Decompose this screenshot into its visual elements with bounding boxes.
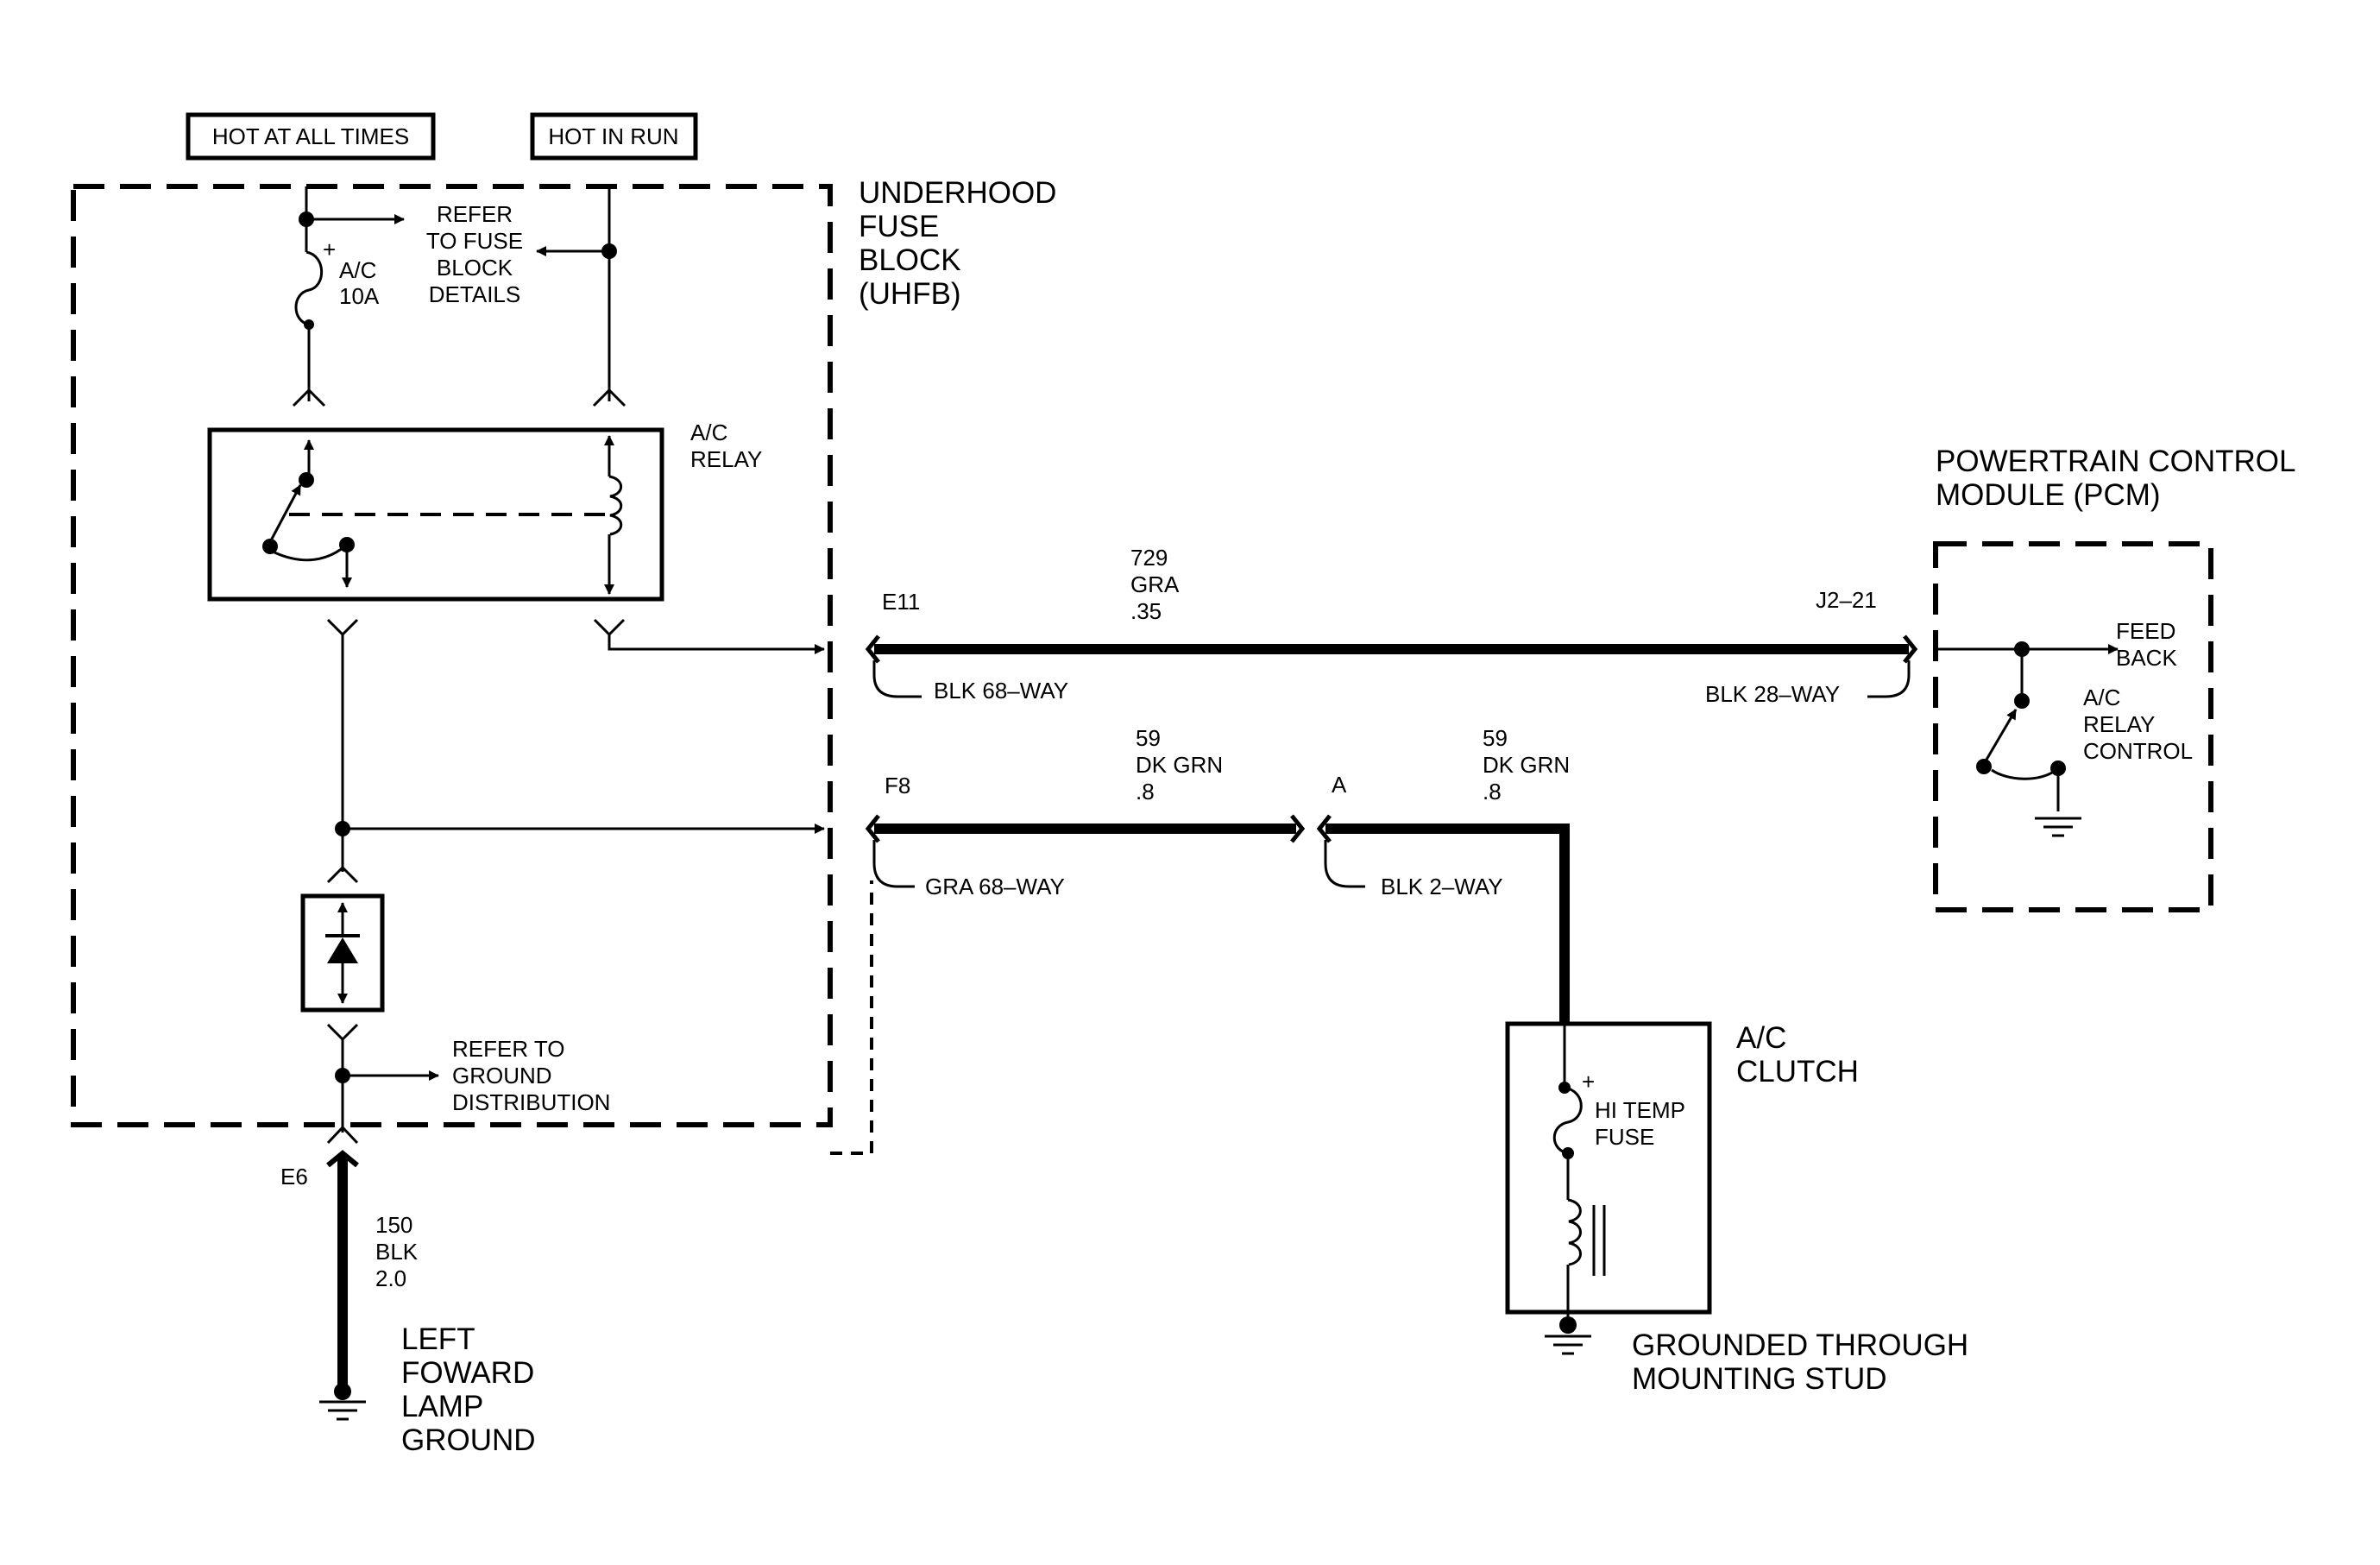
svg-text:REFER TO: REFER TO bbox=[452, 1036, 565, 1062]
svg-text:A/C: A/C bbox=[1736, 1021, 1786, 1055]
run-feed-wire bbox=[536, 186, 626, 407]
svg-text:TO FUSE: TO FUSE bbox=[426, 228, 523, 254]
svg-text:(UHFB): (UHFB) bbox=[859, 277, 961, 311]
ground-wire-label: 150 BLK 2.0 bbox=[375, 1212, 419, 1291]
pin-a: A bbox=[1332, 772, 1347, 798]
svg-text:150: 150 bbox=[375, 1212, 412, 1238]
left-forward-lamp-ground-label: LEFT FOWARD LAMP GROUND bbox=[401, 1322, 536, 1457]
svg-text:LEFT: LEFT bbox=[401, 1322, 475, 1356]
svg-text:MODULE (PCM): MODULE (PCM) bbox=[1936, 478, 2161, 512]
pin-f8: F8 bbox=[885, 773, 910, 798]
uhfb-title: UNDERHOOD FUSE BLOCK (UHFB) bbox=[859, 176, 1056, 311]
svg-text:FUSE: FUSE bbox=[859, 210, 939, 243]
a-c-clutch: + HI TEMP FUSE bbox=[1505, 1021, 1712, 1355]
svg-text:HOT AT ALL TIMES: HOT AT ALL TIMES bbox=[212, 123, 409, 149]
ground-pin-e6: E6 bbox=[280, 1164, 308, 1190]
svg-text:CONTROL: CONTROL bbox=[2083, 738, 2193, 764]
svg-text:729: 729 bbox=[1130, 545, 1168, 571]
hot-at-all-times-label: HOT AT ALL TIMES bbox=[186, 112, 436, 161]
ground-splice bbox=[335, 1068, 350, 1083]
ground-wire-150 bbox=[319, 1150, 366, 1421]
svg-text:59: 59 bbox=[1136, 725, 1161, 751]
wire-59 bbox=[865, 814, 1570, 1024]
pcm-module bbox=[1933, 541, 2213, 912]
pcm-feedback-label: FEED BACK bbox=[2116, 618, 2177, 671]
ground-distribution-wiring bbox=[326, 1023, 439, 1145]
svg-text:BLOCK: BLOCK bbox=[437, 255, 513, 281]
grounded-through-mounting-stud-label: GROUNDED THROUGH MOUNTING STUD bbox=[1632, 1328, 1968, 1396]
svg-text:GROUNDED THROUGH: GROUNDED THROUGH bbox=[1632, 1328, 1968, 1362]
svg-text:UNDERHOOD: UNDERHOOD bbox=[859, 176, 1056, 210]
a-c-relay: A/C RELAY bbox=[207, 420, 762, 602]
relay-output-splice bbox=[335, 821, 350, 836]
svg-text:HI TEMP: HI TEMP bbox=[1595, 1097, 1685, 1123]
svg-text:REFER: REFER bbox=[437, 201, 513, 227]
svg-text:.8: .8 bbox=[1483, 779, 1502, 805]
svg-text:CLUTCH: CLUTCH bbox=[1736, 1055, 1859, 1089]
svg-text:LAMP: LAMP bbox=[401, 1390, 483, 1423]
connector-blk-68-way: BLK 68–WAY bbox=[934, 678, 1068, 704]
svg-text:.35: .35 bbox=[1130, 598, 1162, 624]
svg-text:A/C: A/C bbox=[339, 257, 376, 283]
svg-text:BLOCK: BLOCK bbox=[859, 243, 961, 277]
fuse-feed-splice bbox=[299, 211, 314, 227]
diode bbox=[300, 893, 385, 1013]
fuse-terminal bbox=[304, 319, 314, 330]
refer-to-fuse-block-details: REFER TO FUSE BLOCK DETAILS bbox=[426, 201, 523, 307]
pin-e11: E11 bbox=[882, 589, 920, 615]
svg-text:A/C: A/C bbox=[2083, 685, 2120, 710]
svg-text:POWERTRAIN CONTROL: POWERTRAIN CONTROL bbox=[1936, 445, 2295, 478]
svg-text:FOWARD: FOWARD bbox=[401, 1356, 534, 1390]
svg-text:+: + bbox=[1582, 1069, 1595, 1095]
svg-text:DISTRIBUTION: DISTRIBUTION bbox=[452, 1089, 610, 1115]
svg-text:+: + bbox=[323, 237, 336, 262]
connector-gra-68-way: GRA 68–WAY bbox=[925, 874, 1065, 899]
relay-output-wiring bbox=[326, 618, 825, 884]
svg-text:RELAY: RELAY bbox=[2083, 711, 2155, 737]
svg-text:A/C: A/C bbox=[690, 420, 727, 445]
svg-text:GRA: GRA bbox=[1130, 571, 1180, 597]
svg-text:BLK: BLK bbox=[375, 1239, 419, 1265]
hot-in-run-label: HOT IN RUN bbox=[530, 112, 698, 161]
wire-59-left-label: 59 DK GRN .8 bbox=[1136, 725, 1223, 805]
svg-text:DK GRN: DK GRN bbox=[1136, 752, 1223, 778]
connector-blk-28-way: BLK 28–WAY bbox=[1705, 681, 1840, 707]
svg-text:HOT IN RUN: HOT IN RUN bbox=[548, 123, 678, 149]
svg-text:DK GRN: DK GRN bbox=[1483, 752, 1570, 778]
wire-729 bbox=[865, 634, 1918, 698]
svg-text:.8: .8 bbox=[1136, 779, 1155, 805]
svg-text:FUSE: FUSE bbox=[1595, 1124, 1654, 1150]
svg-text:DETAILS: DETAILS bbox=[429, 281, 520, 307]
refer-to-ground-distribution: REFER TO GROUND DISTRIBUTION bbox=[452, 1036, 610, 1115]
uhfb-connector-outline bbox=[830, 880, 873, 1155]
svg-text:MOUNTING STUD: MOUNTING STUD bbox=[1632, 1362, 1887, 1396]
pin-j2-21: J2–21 bbox=[1816, 587, 1877, 613]
wire-729-label: 729 GRA .35 bbox=[1130, 545, 1180, 624]
pcm-title: POWERTRAIN CONTROL MODULE (PCM) bbox=[1936, 445, 2295, 512]
a-c-clutch-title: A/C CLUTCH bbox=[1736, 1021, 1859, 1089]
run-feed-splice bbox=[601, 243, 617, 259]
svg-text:FEED: FEED bbox=[2116, 618, 2175, 644]
svg-text:59: 59 bbox=[1483, 725, 1508, 751]
pcm-relay-control-label: A/C RELAY CONTROL bbox=[2083, 685, 2193, 764]
uhfb-outline bbox=[71, 184, 833, 1127]
svg-text:BACK: BACK bbox=[2116, 645, 2177, 671]
svg-text:GROUND: GROUND bbox=[452, 1063, 552, 1089]
svg-text:GROUND: GROUND bbox=[401, 1423, 536, 1457]
svg-text:RELAY: RELAY bbox=[690, 446, 762, 472]
wire-59-right-label: 59 DK GRN .8 bbox=[1483, 725, 1570, 805]
svg-text:10A: 10A bbox=[339, 283, 380, 309]
connector-blk-2-way: BLK 2–WAY bbox=[1381, 874, 1503, 899]
svg-text:2.0: 2.0 bbox=[375, 1265, 406, 1291]
a-c-10a-fuse: + A/C 10A bbox=[323, 237, 380, 309]
